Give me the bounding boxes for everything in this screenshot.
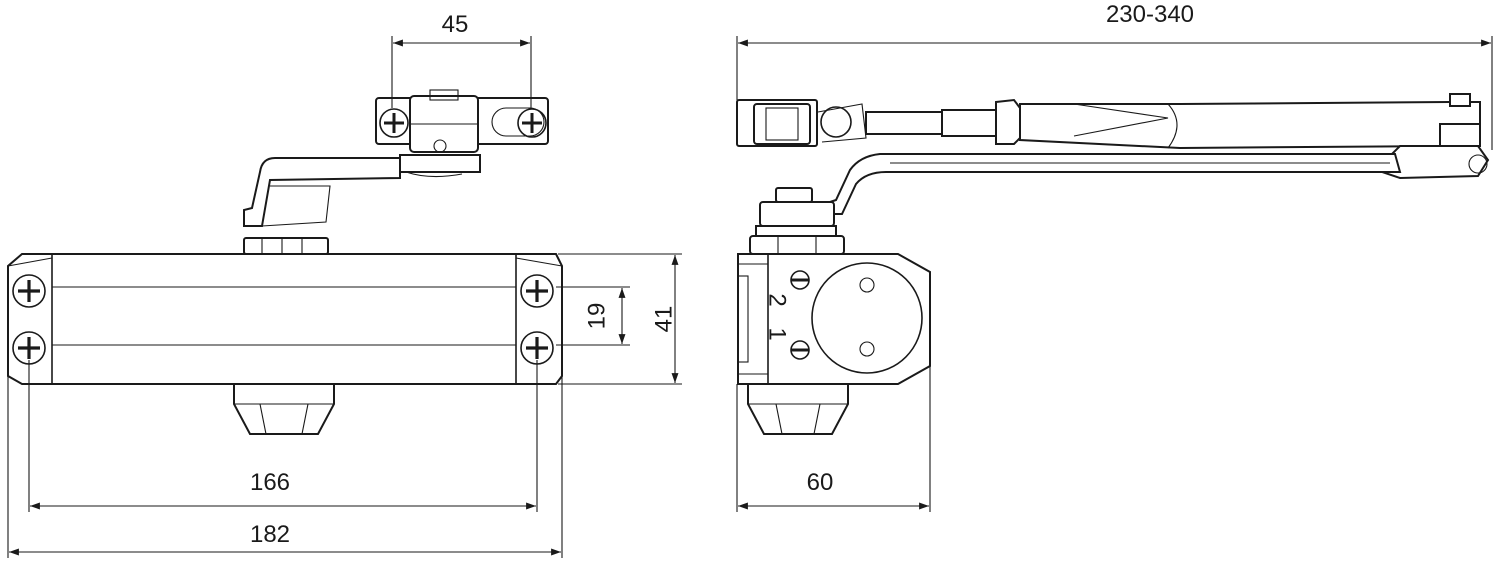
- front-bottom-cap: [233, 383, 335, 435]
- dimension-166: 166: [28, 360, 538, 512]
- front-spindle: [243, 237, 329, 255]
- front-arm: [243, 154, 481, 227]
- mounting-bracket: [375, 89, 549, 153]
- bracket-screw-right-icon: [517, 108, 547, 138]
- dimension-182: 182: [7, 376, 563, 558]
- dimension-182-label: 182: [250, 521, 290, 548]
- side-arm: [736, 93, 1490, 180]
- dimension-45: 45: [391, 11, 532, 108]
- dimension-41-label: 41: [650, 306, 677, 333]
- dimension-19-label: 19: [583, 303, 610, 330]
- dimension-230-340: 230-340: [736, 1, 1493, 150]
- valve-1-icon: [790, 340, 810, 360]
- valve-1-label: 1: [764, 327, 791, 340]
- dimension-166-label: 166: [250, 469, 290, 496]
- closer-body-front: [7, 253, 563, 385]
- side-view: 2 1 230-340 60: [736, 1, 1493, 512]
- dimension-230-340-label: 230-340: [1106, 1, 1194, 28]
- body-screw-top-right-icon: [520, 274, 554, 308]
- side-bent-arm: [823, 153, 1402, 215]
- valve-2-label: 2: [764, 293, 791, 306]
- body-screw-top-left-icon: [12, 274, 46, 308]
- dimension-60: 60: [736, 366, 931, 512]
- bracket-screw-left-icon: [379, 108, 409, 138]
- side-bottom-cap: [747, 383, 849, 435]
- front-view: 45 41 19 166 182: [7, 11, 682, 558]
- dimension-45-label: 45: [442, 11, 469, 38]
- dimension-60-label: 60: [807, 469, 834, 496]
- side-spindle: [749, 187, 845, 255]
- valve-2-icon: [790, 270, 810, 290]
- closer-body-side: [737, 253, 931, 385]
- dimension-19: 19: [556, 286, 630, 346]
- dimension-41: 41: [558, 253, 682, 385]
